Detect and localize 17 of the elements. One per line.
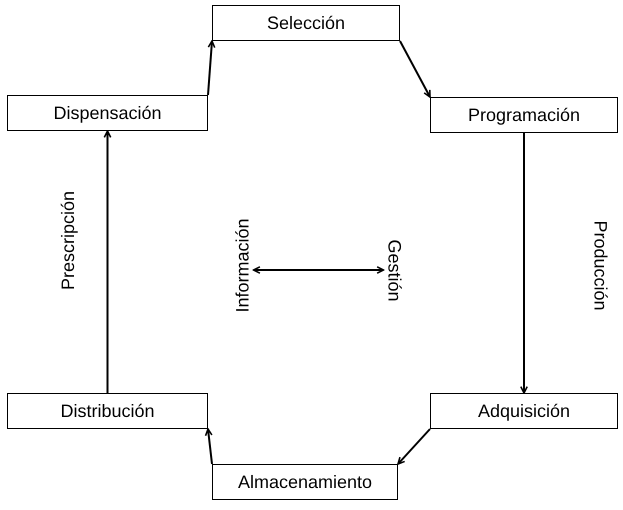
vertical-label: Información — [232, 218, 254, 312]
process-box: Distribución — [7, 393, 208, 429]
arrow — [204, 428, 213, 464]
process-box: Programación — [430, 97, 618, 133]
process-box: Adquisición — [430, 393, 618, 429]
arrow — [520, 133, 528, 394]
arrow — [397, 428, 431, 465]
process-box: Almacenamiento — [212, 464, 398, 500]
process-box: Selección — [212, 5, 400, 41]
arrow — [207, 40, 216, 96]
arrow — [399, 40, 431, 98]
arrow — [252, 266, 384, 274]
vertical-label: Producción — [590, 220, 611, 310]
arrow — [104, 130, 112, 393]
vertical-label: Gestión — [384, 238, 405, 302]
process-box: Dispensación — [7, 95, 208, 131]
vertical-label: Prescripción — [58, 190, 79, 290]
